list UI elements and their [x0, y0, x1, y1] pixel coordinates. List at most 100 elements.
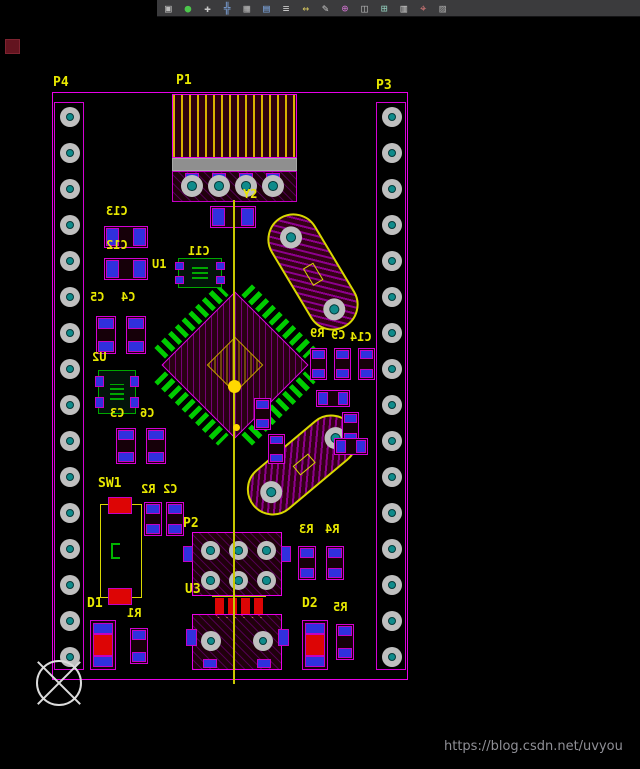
component-C3[interactable]: [116, 428, 136, 464]
designator-U3[interactable]: U3: [185, 582, 201, 597]
through-hole-pad[interactable]: [60, 251, 80, 271]
designator-P2[interactable]: P2: [183, 516, 199, 531]
smd-pad[interactable]: [281, 546, 291, 562]
sw1-pad-top[interactable]: [108, 497, 132, 514]
designator-P1[interactable]: P1: [176, 73, 192, 88]
component-u3[interactable]: [186, 614, 289, 670]
through-hole-pad[interactable]: [382, 611, 402, 631]
component-CC[interactable]: [334, 438, 368, 455]
component-U2[interactable]: [95, 370, 139, 414]
through-hole-pad[interactable]: [382, 179, 402, 199]
smd-pad[interactable]: [186, 629, 197, 646]
component-C14[interactable]: [358, 348, 375, 380]
sw1-pad-bottom[interactable]: [108, 588, 132, 605]
smd-pad[interactable]: [257, 659, 271, 668]
designator-R4[interactable]: R4: [325, 522, 340, 536]
through-hole-pad[interactable]: [60, 467, 80, 487]
component-C12[interactable]: [104, 258, 148, 280]
designator-D2[interactable]: D2: [302, 596, 318, 611]
component-sw1[interactable]: [100, 504, 142, 598]
designator-P3[interactable]: P3: [376, 78, 392, 93]
measure-icon[interactable]: ↔: [302, 1, 309, 15]
view-icon[interactable]: ▨: [439, 1, 446, 15]
through-hole-pad[interactable]: [275, 222, 307, 253]
through-hole-pad[interactable]: [382, 467, 402, 487]
designator-Y2[interactable]: Y2: [243, 187, 258, 201]
wire-icon[interactable]: ╬: [223, 1, 231, 15]
component-C2[interactable]: [166, 502, 184, 536]
designator-C6[interactable]: C6: [140, 406, 155, 420]
grid-icon[interactable]: ▦: [243, 1, 251, 15]
via-dot-small[interactable]: [233, 424, 240, 431]
through-hole-pad[interactable]: [60, 395, 80, 415]
through-hole-pad[interactable]: [60, 143, 80, 163]
through-hole-pad[interactable]: [229, 541, 248, 560]
through-hole-pad[interactable]: [60, 287, 80, 307]
component-R5[interactable]: [336, 624, 354, 660]
component-D1[interactable]: [90, 620, 116, 670]
designator-C5[interactable]: C5: [90, 290, 105, 304]
designator-R1[interactable]: R1: [127, 606, 142, 620]
through-hole-pad[interactable]: [229, 571, 248, 590]
select-icon[interactable]: ▣: [165, 1, 172, 15]
smd-pad[interactable]: [278, 629, 289, 646]
designator-R3[interactable]: R3: [299, 522, 314, 536]
through-hole-pad[interactable]: [382, 359, 402, 379]
board-outline[interactable]: [52, 92, 408, 680]
layer-icon[interactable]: ▤: [263, 1, 270, 15]
through-hole-pad[interactable]: [201, 541, 220, 560]
through-hole-pad[interactable]: [60, 107, 80, 127]
through-hole-pad[interactable]: [382, 503, 402, 523]
designator-C2[interactable]: C2: [163, 482, 178, 496]
via-icon[interactable]: ⊕: [341, 1, 349, 15]
designator-C3[interactable]: C3: [110, 406, 125, 420]
component-D2[interactable]: [302, 620, 328, 670]
draw-icon[interactable]: ✎: [322, 1, 329, 15]
place-component-icon[interactable]: ●: [184, 1, 192, 15]
through-hole-pad[interactable]: [382, 395, 402, 415]
through-hole-pad[interactable]: [60, 611, 80, 631]
settings-icon[interactable]: ✚: [204, 1, 211, 15]
text-icon[interactable]: ▥: [400, 1, 408, 15]
trace-vertical[interactable]: [233, 200, 235, 684]
designator-C14[interactable]: C14: [350, 330, 372, 344]
through-hole-pad[interactable]: [60, 503, 80, 523]
designator-D1[interactable]: D1: [87, 596, 103, 611]
header-P3[interactable]: [376, 102, 406, 670]
through-hole-pad[interactable]: [382, 323, 402, 343]
designator-C4[interactable]: C4: [121, 290, 136, 304]
component-CE[interactable]: [268, 434, 285, 464]
through-hole-pad[interactable]: [382, 287, 402, 307]
through-hole-pad[interactable]: [235, 175, 257, 197]
through-hole-pad[interactable]: [60, 215, 80, 235]
designator-P4[interactable]: P4: [53, 75, 69, 90]
through-hole-pad[interactable]: [181, 175, 203, 197]
pad-icon[interactable]: ◫: [361, 1, 368, 15]
component-U1[interactable]: [175, 258, 225, 288]
through-hole-pad[interactable]: [319, 294, 350, 325]
connector-p2[interactable]: [192, 532, 282, 596]
through-hole-pad[interactable]: [257, 541, 276, 560]
through-hole-pad[interactable]: [382, 215, 402, 235]
component-C6[interactable]: [146, 428, 166, 464]
through-hole-pad[interactable]: [382, 647, 402, 667]
through-hole-pad[interactable]: [201, 631, 221, 651]
designator-C12[interactable]: C12: [106, 238, 128, 252]
smd-pad[interactable]: [203, 659, 217, 668]
component-C13[interactable]: [104, 226, 148, 248]
through-hole-pad[interactable]: [382, 431, 402, 451]
through-hole-pad[interactable]: [60, 179, 80, 199]
through-hole-pad[interactable]: [382, 539, 402, 559]
designator-C13[interactable]: C13: [106, 204, 128, 218]
through-hole-pad[interactable]: [382, 107, 402, 127]
through-hole-pad[interactable]: [60, 539, 80, 559]
through-hole-pad[interactable]: [201, 571, 220, 590]
via-dot-large[interactable]: [228, 380, 241, 393]
smd-pad[interactable]: [183, 546, 193, 562]
through-hole-pad[interactable]: [208, 175, 230, 197]
origin-icon[interactable]: ⌖: [420, 1, 427, 15]
component-R4[interactable]: [326, 546, 344, 580]
through-hole-pad[interactable]: [382, 143, 402, 163]
connector-p1[interactable]: [172, 94, 297, 202]
